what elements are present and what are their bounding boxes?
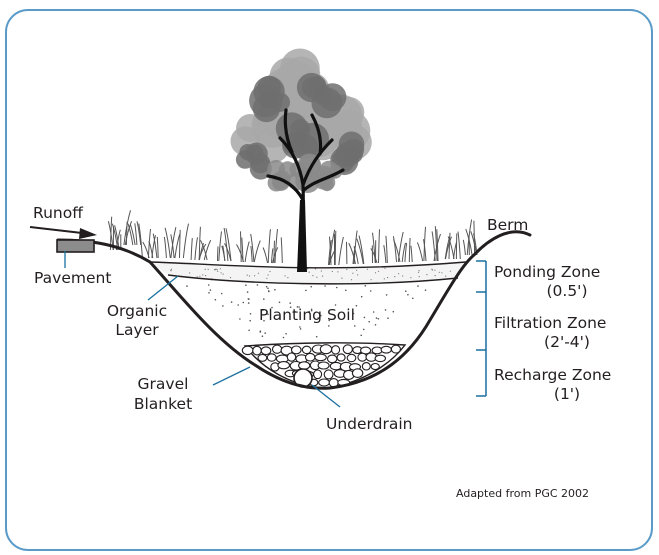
zone-brackets [476, 260, 487, 397]
organic-layer-texture [170, 267, 451, 281]
gravel-stones [241, 344, 401, 388]
planting-soil-texture [186, 284, 427, 339]
underdrain-leader [311, 384, 341, 408]
recharge-zone-depth: (1') [554, 385, 580, 403]
gravel-blanket-label-line1: Gravel [138, 375, 189, 393]
tree-trunk [266, 108, 345, 272]
planting-soil-label: Planting Soil [259, 306, 355, 324]
runoff-arrow [29, 226, 97, 239]
runoff-label: Runoff [33, 204, 83, 222]
tree-foliage [230, 48, 372, 193]
pavement-label: Pavement [34, 269, 111, 287]
source-credit: Adapted from PGC 2002 [456, 487, 589, 500]
underdrain-label: Underdrain [326, 415, 412, 433]
organic-layer-leader [147, 275, 179, 301]
filtration-zone-depth: (2'-4') [544, 333, 590, 351]
tree [230, 48, 372, 272]
ponding-zone-depth: (0.5') [546, 282, 587, 300]
recharge-zone-name: Recharge Zone [494, 366, 611, 384]
organic-layer [150, 262, 466, 284]
organic-layer-label-line1: Organic [107, 302, 167, 320]
gravel-blanket-leader [212, 366, 251, 386]
pavement-slab [56, 239, 95, 253]
organic-layer-boundary [167, 274, 459, 285]
organic-layer-label-line2: Layer [115, 321, 159, 339]
ponding-surface-line [149, 261, 467, 269]
berm-label: Berm [487, 216, 528, 234]
gravel-blanket-label-line2: Blanket [134, 395, 192, 413]
ponding-zone-name: Ponding Zone [494, 263, 600, 281]
filtration-zone-name: Filtration Zone [494, 314, 606, 332]
